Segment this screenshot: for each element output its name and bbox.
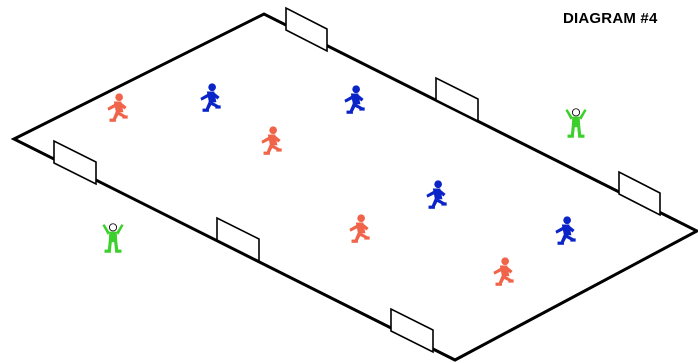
- blue-player-5: [426, 180, 446, 208]
- goal-5: [217, 218, 259, 261]
- blue-player-7: [555, 216, 575, 244]
- goal-3: [619, 172, 660, 215]
- pitch-outline: [14, 14, 697, 360]
- goal-1: [286, 8, 327, 51]
- red-player-1: [107, 93, 127, 121]
- keeper-10: [102, 224, 123, 253]
- red-player-4: [261, 126, 281, 154]
- goal-2: [436, 78, 478, 121]
- red-player-8: [493, 257, 513, 285]
- players-layer: [102, 83, 586, 285]
- goal-6: [391, 309, 433, 352]
- goal-4: [54, 141, 96, 184]
- red-player-6: [349, 214, 369, 242]
- blue-player-2: [200, 83, 220, 111]
- keeper-9: [565, 109, 586, 138]
- blue-player-3: [344, 85, 364, 113]
